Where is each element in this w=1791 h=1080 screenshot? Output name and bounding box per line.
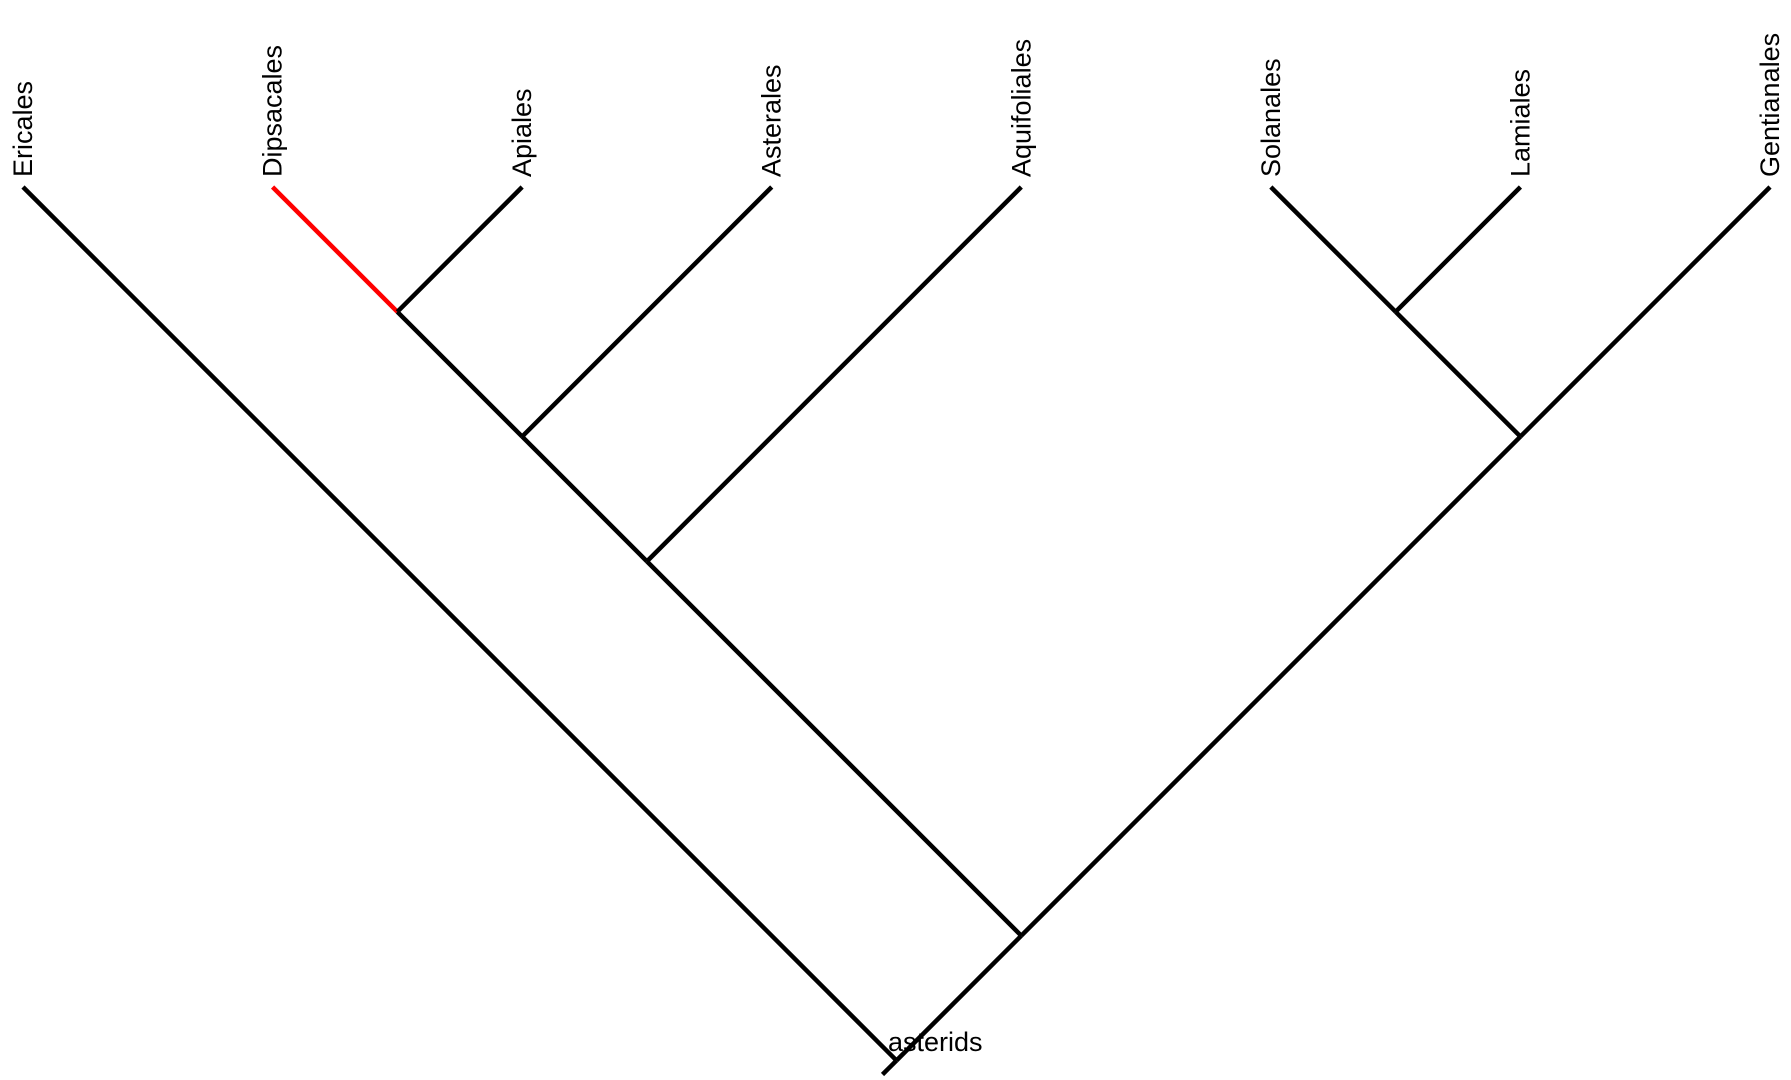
root-label: asterids	[888, 1027, 983, 1057]
tip-labels: Ericales Dipsacales Apiales Asterales Aquifo…	[8, 33, 1785, 177]
branches	[21, 185, 1772, 1077]
tip-label-asterales: Asterales	[757, 64, 787, 177]
root-stem	[880, 1058, 899, 1077]
branch-internal	[645, 559, 1023, 938]
branch-ericales	[21, 185, 899, 1063]
tip-label-aquifoliales: Aquifoliales	[1006, 39, 1036, 177]
branch-internal	[1019, 434, 1523, 938]
tip-label-solanales: Solanales	[1256, 58, 1286, 177]
tip-label-lamiales: Lamiales	[1505, 69, 1535, 177]
branch-internal	[395, 310, 524, 439]
branch-dipsacales	[270, 185, 399, 314]
tip-label-dipsacales: Dipsacales	[258, 45, 288, 177]
tip-label-gentianales: Gentianales	[1755, 33, 1785, 177]
branch-apiales	[395, 185, 524, 314]
branch-internal	[894, 934, 1023, 1063]
branch-aquifoliales	[645, 185, 1023, 563]
branch-asterales	[520, 185, 774, 439]
branch-lamiales	[1394, 185, 1523, 314]
branch-internal	[1394, 310, 1523, 439]
branch-internal	[520, 434, 649, 563]
tip-label-ericales: Ericales	[8, 81, 38, 177]
tip-label-apiales: Apiales	[507, 88, 537, 177]
branch-solanales	[1269, 185, 1398, 314]
branch-gentianales	[1518, 185, 1772, 439]
